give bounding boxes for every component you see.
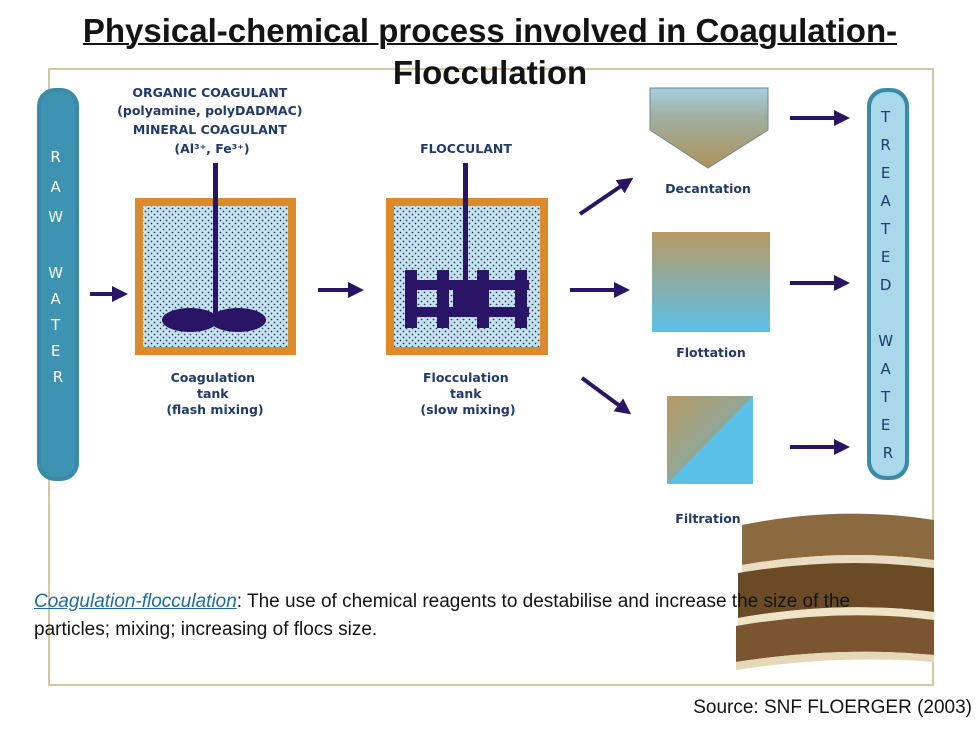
arrow-to-decantation (578, 177, 634, 216)
mixer-blade (162, 308, 218, 332)
coagulation-tank (135, 163, 296, 355)
raw-water-column: R A W W A T E R (37, 88, 79, 481)
raw-letter: W (48, 208, 63, 226)
decantation-vessel (649, 87, 769, 169)
svg-text:T R E A: T R E A T E D W A T E R (878, 108, 898, 462)
slide-title: Physical-chemical process involved in Co… (0, 10, 980, 94)
filtration-label: Filtration (675, 511, 740, 526)
title-line-1: Physical-chemical process involved in Co… (82, 12, 898, 49)
flottation-label: Flottation (676, 345, 746, 360)
coagulant-label: ORGANIC COAGULANT (polyamine, polyDADMAC… (117, 85, 307, 156)
treated-letter: E (881, 416, 890, 434)
flocculation-tank (386, 163, 548, 355)
raw-letter: R (53, 368, 63, 386)
mixer-shaft (213, 163, 218, 318)
paddle-mixer (405, 270, 529, 328)
raw-letter: R (50, 148, 60, 166)
svg-text:R A W W: R A W W A T E R (48, 148, 68, 386)
coagulation-tank-label: Coagulation tank (flash mixing) (166, 370, 263, 417)
raw-letter: W (48, 264, 63, 282)
treated-letter: D (880, 276, 892, 294)
treated-water-column: T R E A T E D W A T E R (867, 88, 909, 480)
treated-letter: W (878, 332, 893, 350)
treated-letter: R (880, 136, 890, 154)
mixer-shaft (463, 163, 468, 293)
flottation-vessel (652, 232, 770, 332)
raw-letter: A (50, 290, 61, 308)
description: Coagulation-flocculation: The use of che… (34, 588, 894, 644)
treated-letter: T (880, 220, 891, 238)
mixer-blade (210, 308, 266, 332)
arrow-to-filtration (580, 376, 632, 415)
raw-letter: A (50, 178, 61, 196)
raw-letter: T (50, 316, 61, 334)
description-term-link[interactable]: Coagulation-flocculation (34, 591, 237, 612)
filtration-vessel (667, 396, 753, 484)
treated-letter: A (880, 192, 891, 210)
decantation-label: Decantation (665, 181, 751, 196)
books-illustration (736, 513, 934, 670)
treated-letter: E (881, 248, 890, 266)
treated-letter: E (881, 164, 890, 182)
source-credit: Source: SNF FLOERGER (2003) (693, 697, 972, 718)
flocculation-tank-label: Flocculation tank (slow mixing) (420, 370, 515, 417)
title-line-2: Flocculation (392, 54, 588, 91)
treated-letter: T (880, 388, 891, 406)
flocculant-label: FLOCCULANT (420, 141, 512, 156)
treated-letter: T (880, 108, 891, 126)
description-text: : The use of chemical reagents to destab… (34, 591, 851, 640)
treated-letter: R (883, 444, 893, 462)
raw-letter: E (51, 342, 60, 360)
treated-letter: A (880, 360, 891, 378)
